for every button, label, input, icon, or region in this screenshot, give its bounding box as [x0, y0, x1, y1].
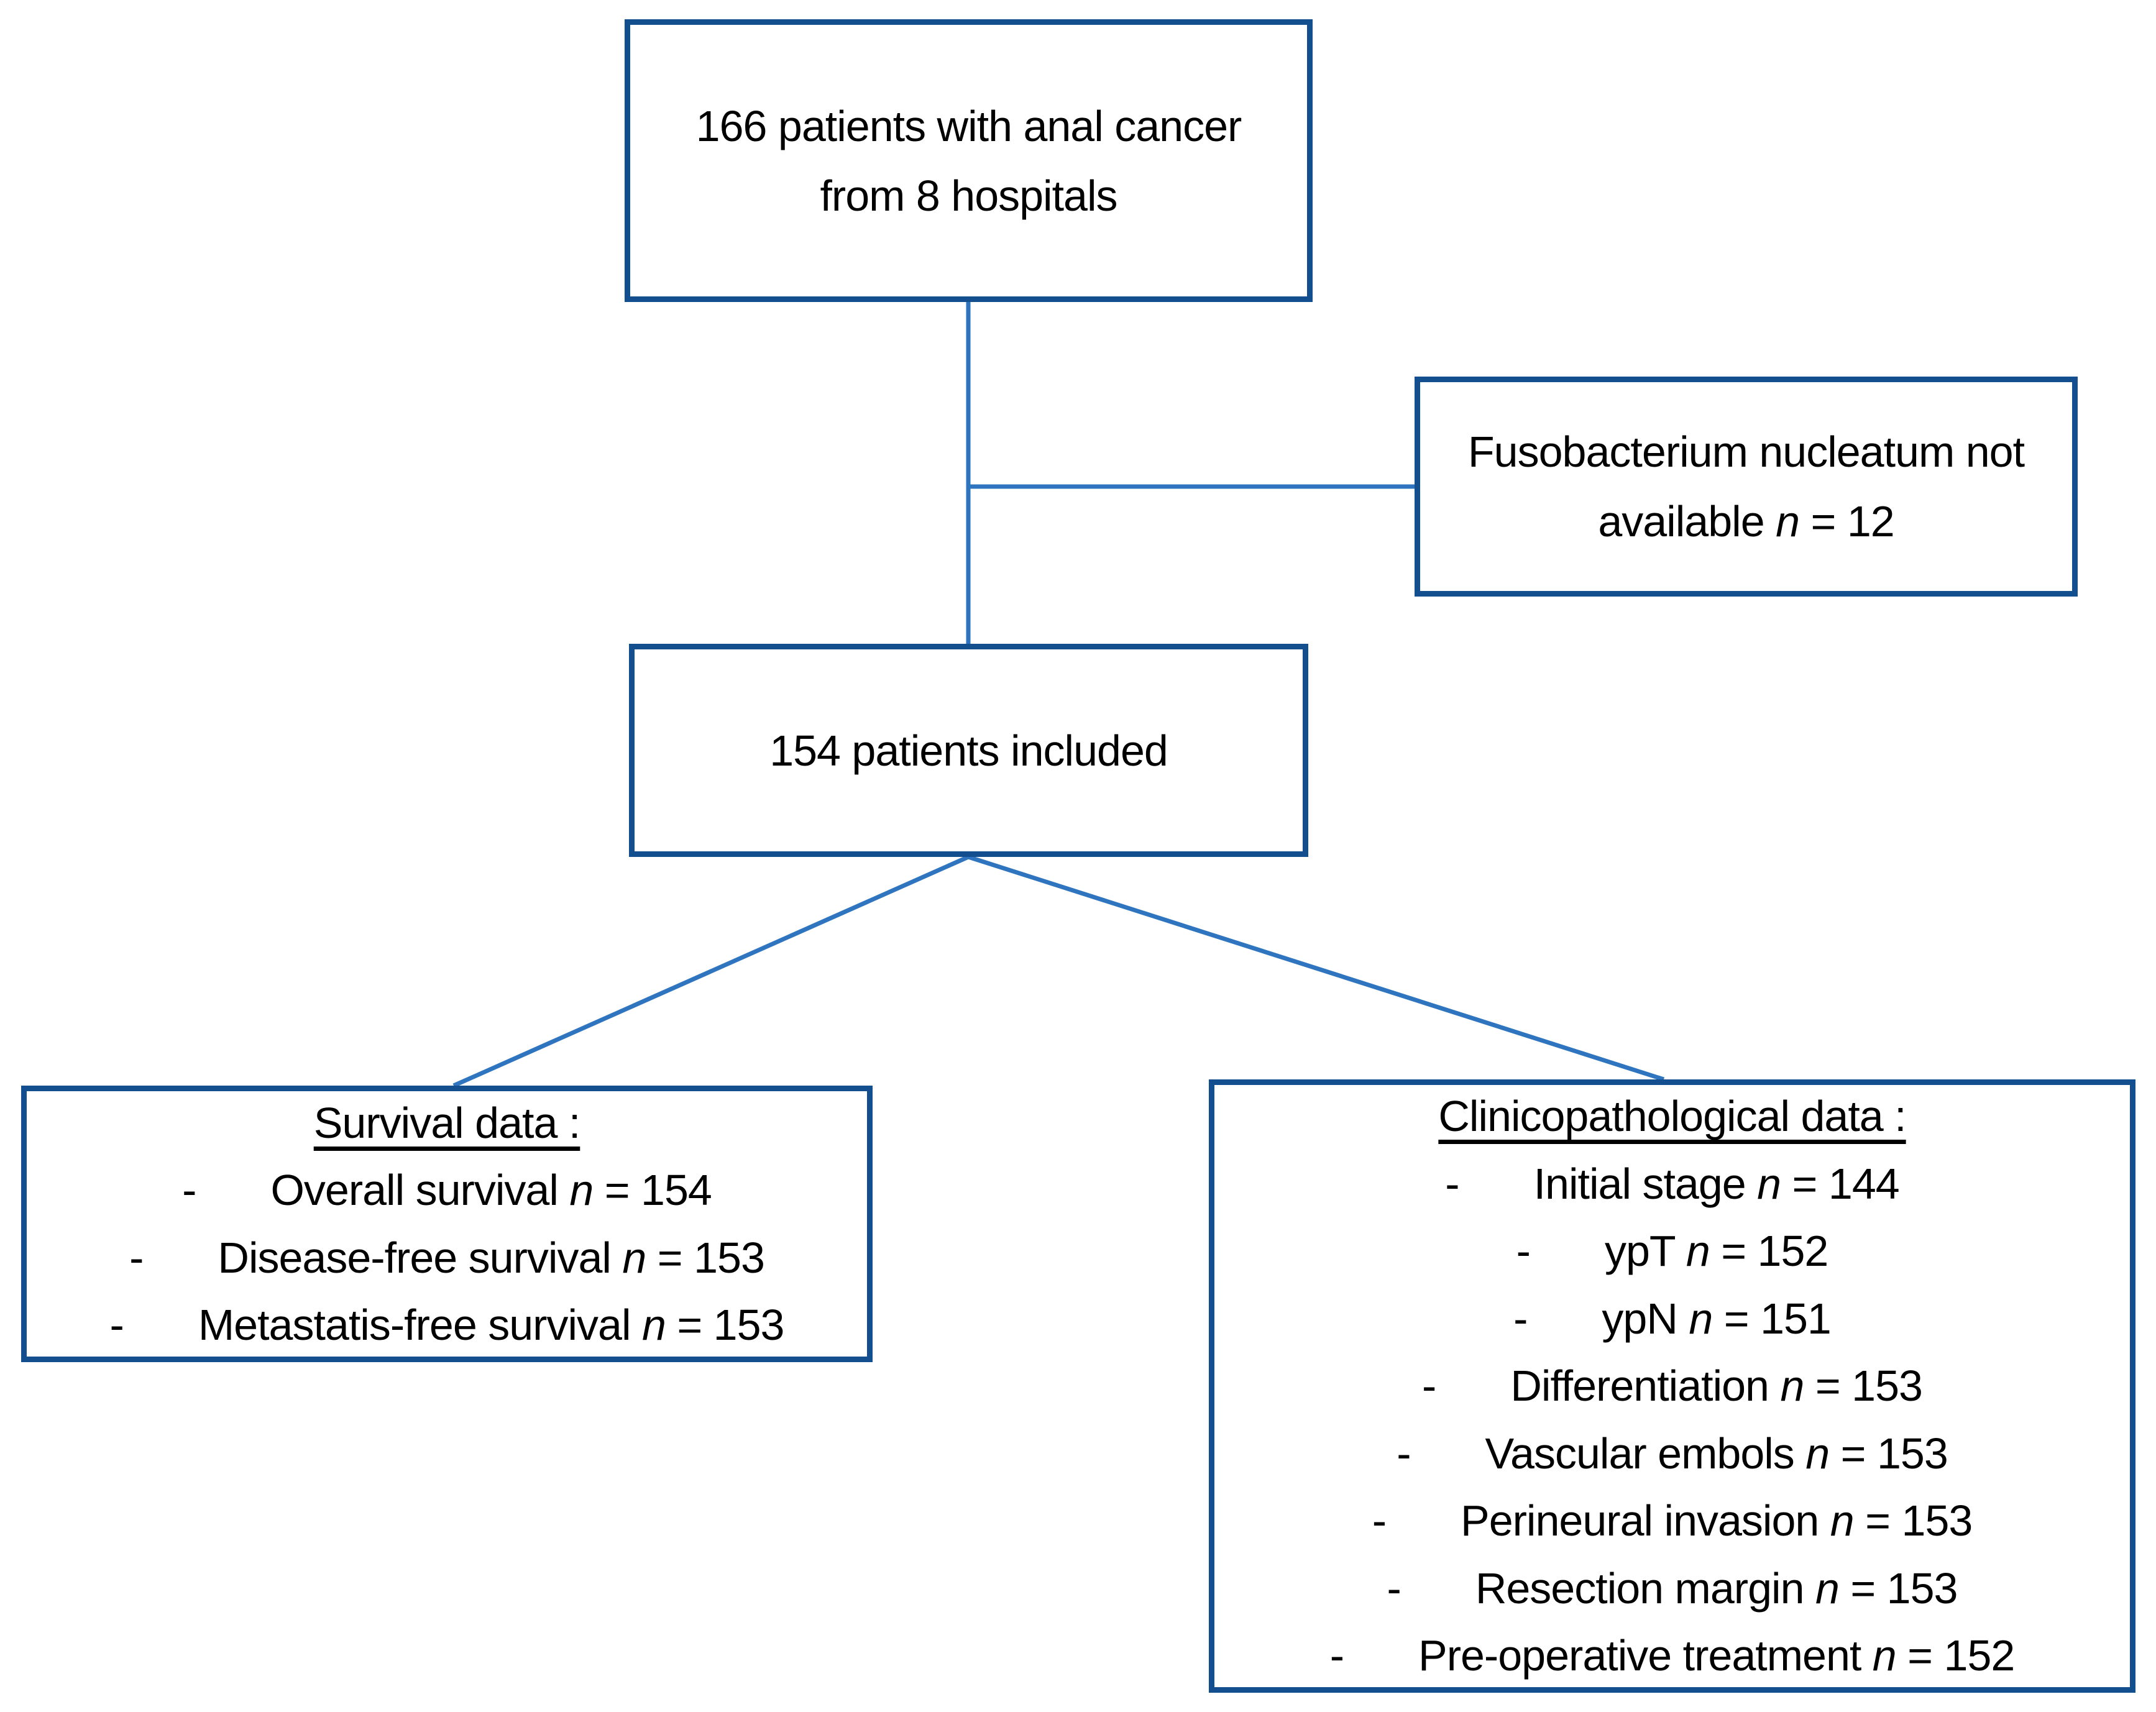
excluded-count: 12	[1846, 497, 1895, 546]
n-symbol: n	[1805, 1429, 1830, 1478]
enrolled-line-2: from 8 hospitals	[820, 171, 1117, 220]
bullet-dash: -	[109, 1301, 124, 1349]
list-item: - ypN n = 151	[1330, 1285, 2015, 1353]
clinicopathological-data-title: Clinicopathological data :	[1438, 1092, 1906, 1141]
list-item-text: Initial stage n = 144	[1533, 1159, 1900, 1208]
n-symbol: n	[622, 1233, 646, 1282]
list-item: - Resection margin n = 153	[1330, 1555, 2015, 1623]
bullet-dash: -	[1445, 1159, 1459, 1208]
list-item: - Metastatis-free survival n = 153	[109, 1291, 785, 1359]
list-item-text: Metastatis-free survival n = 153	[198, 1301, 785, 1349]
connector-included-to-clinico	[967, 854, 1665, 1082]
included-text: 154 patients included	[769, 726, 1168, 775]
list-item-text: ypT n = 152	[1604, 1227, 1828, 1276]
list-item: - Differentiation n = 153	[1330, 1352, 2015, 1420]
n-symbol: n	[1686, 1227, 1710, 1276]
clinicopathological-data-list: -Initial stage n = 144-ypT n = 152-ypN n…	[1329, 1150, 2016, 1690]
n-symbol: n	[1830, 1496, 1855, 1545]
list-item: - Perineural invasion n = 153	[1330, 1487, 2015, 1555]
list-item-text: Differentiation n = 153	[1510, 1362, 1923, 1411]
bullet-dash: -	[1329, 1631, 1344, 1680]
bullet-dash: -	[1422, 1362, 1436, 1411]
bullet-dash: -	[182, 1166, 196, 1214]
list-item-text: ypN n = 151	[1602, 1294, 1831, 1343]
equals-sign: =	[1810, 497, 1836, 546]
bullet-dash: -	[1397, 1429, 1411, 1478]
list-item-text: Perineural invasion n = 153	[1461, 1496, 1973, 1545]
list-item: - Pre-operative treatment n = 152	[1329, 1622, 2016, 1690]
box-enrolled-patients: 166 patients with anal cancer from 8 hos…	[625, 19, 1313, 302]
list-item-text: Pre-operative treatment n = 152	[1418, 1631, 2015, 1680]
list-item: - ypT n = 152	[1330, 1217, 2015, 1285]
box-clinicopathological-data: Clinicopathological data : -Initial stag…	[1209, 1079, 2135, 1693]
excluded-line-1: Fusobacterium nucleatum not	[1467, 428, 2025, 476]
bullet-dash: -	[1387, 1563, 1401, 1613]
n-symbol: n	[1815, 1563, 1840, 1613]
enrolled-line-1: 166 patients with anal cancer	[695, 101, 1242, 150]
list-item-text: Vascular embols n = 153	[1485, 1429, 1948, 1478]
bullet-dash: -	[1516, 1227, 1531, 1276]
list-item-text: Resection margin n = 153	[1475, 1563, 1958, 1613]
box-survival-data: Survival data : - Overall survival n = 15…	[21, 1086, 873, 1362]
survival-data-title: Survival data :	[313, 1098, 581, 1147]
n-symbol: n	[1757, 1159, 1781, 1208]
list-item: - Vascular embols n = 153	[1330, 1420, 2015, 1488]
bullet-dash: -	[1372, 1496, 1387, 1545]
list-item-text: Disease-free survival n = 153	[218, 1233, 765, 1282]
box-included-patients: 154 patients included	[629, 644, 1308, 857]
list-item-text: Overall survival n = 154	[270, 1166, 712, 1214]
list-item: - Disease-free survival n = 153	[110, 1224, 784, 1292]
n-symbol: n	[1780, 1362, 1804, 1411]
list-item: - Initial stage n = 144	[1330, 1150, 2015, 1218]
n-symbol: n	[569, 1166, 594, 1214]
box-excluded-patients: Fusobacterium nucleatum not available n …	[1415, 377, 2078, 597]
n-symbol: n	[1872, 1631, 1897, 1680]
bullet-dash: -	[129, 1233, 144, 1282]
bullet-dash: -	[1513, 1294, 1528, 1343]
excluded-reason-text: available	[1598, 497, 1764, 546]
connector-included-to-survival	[452, 854, 970, 1088]
excluded-line-2: available n = 12	[1598, 487, 1894, 556]
n-symbol: n	[1689, 1294, 1713, 1343]
n-symbol: n	[641, 1301, 666, 1349]
list-item: - Overall survival n = 154	[110, 1156, 784, 1224]
survival-data-list: -Overall survival n = 154-Disease-free s…	[109, 1156, 785, 1359]
n-symbol: n	[1776, 497, 1800, 546]
